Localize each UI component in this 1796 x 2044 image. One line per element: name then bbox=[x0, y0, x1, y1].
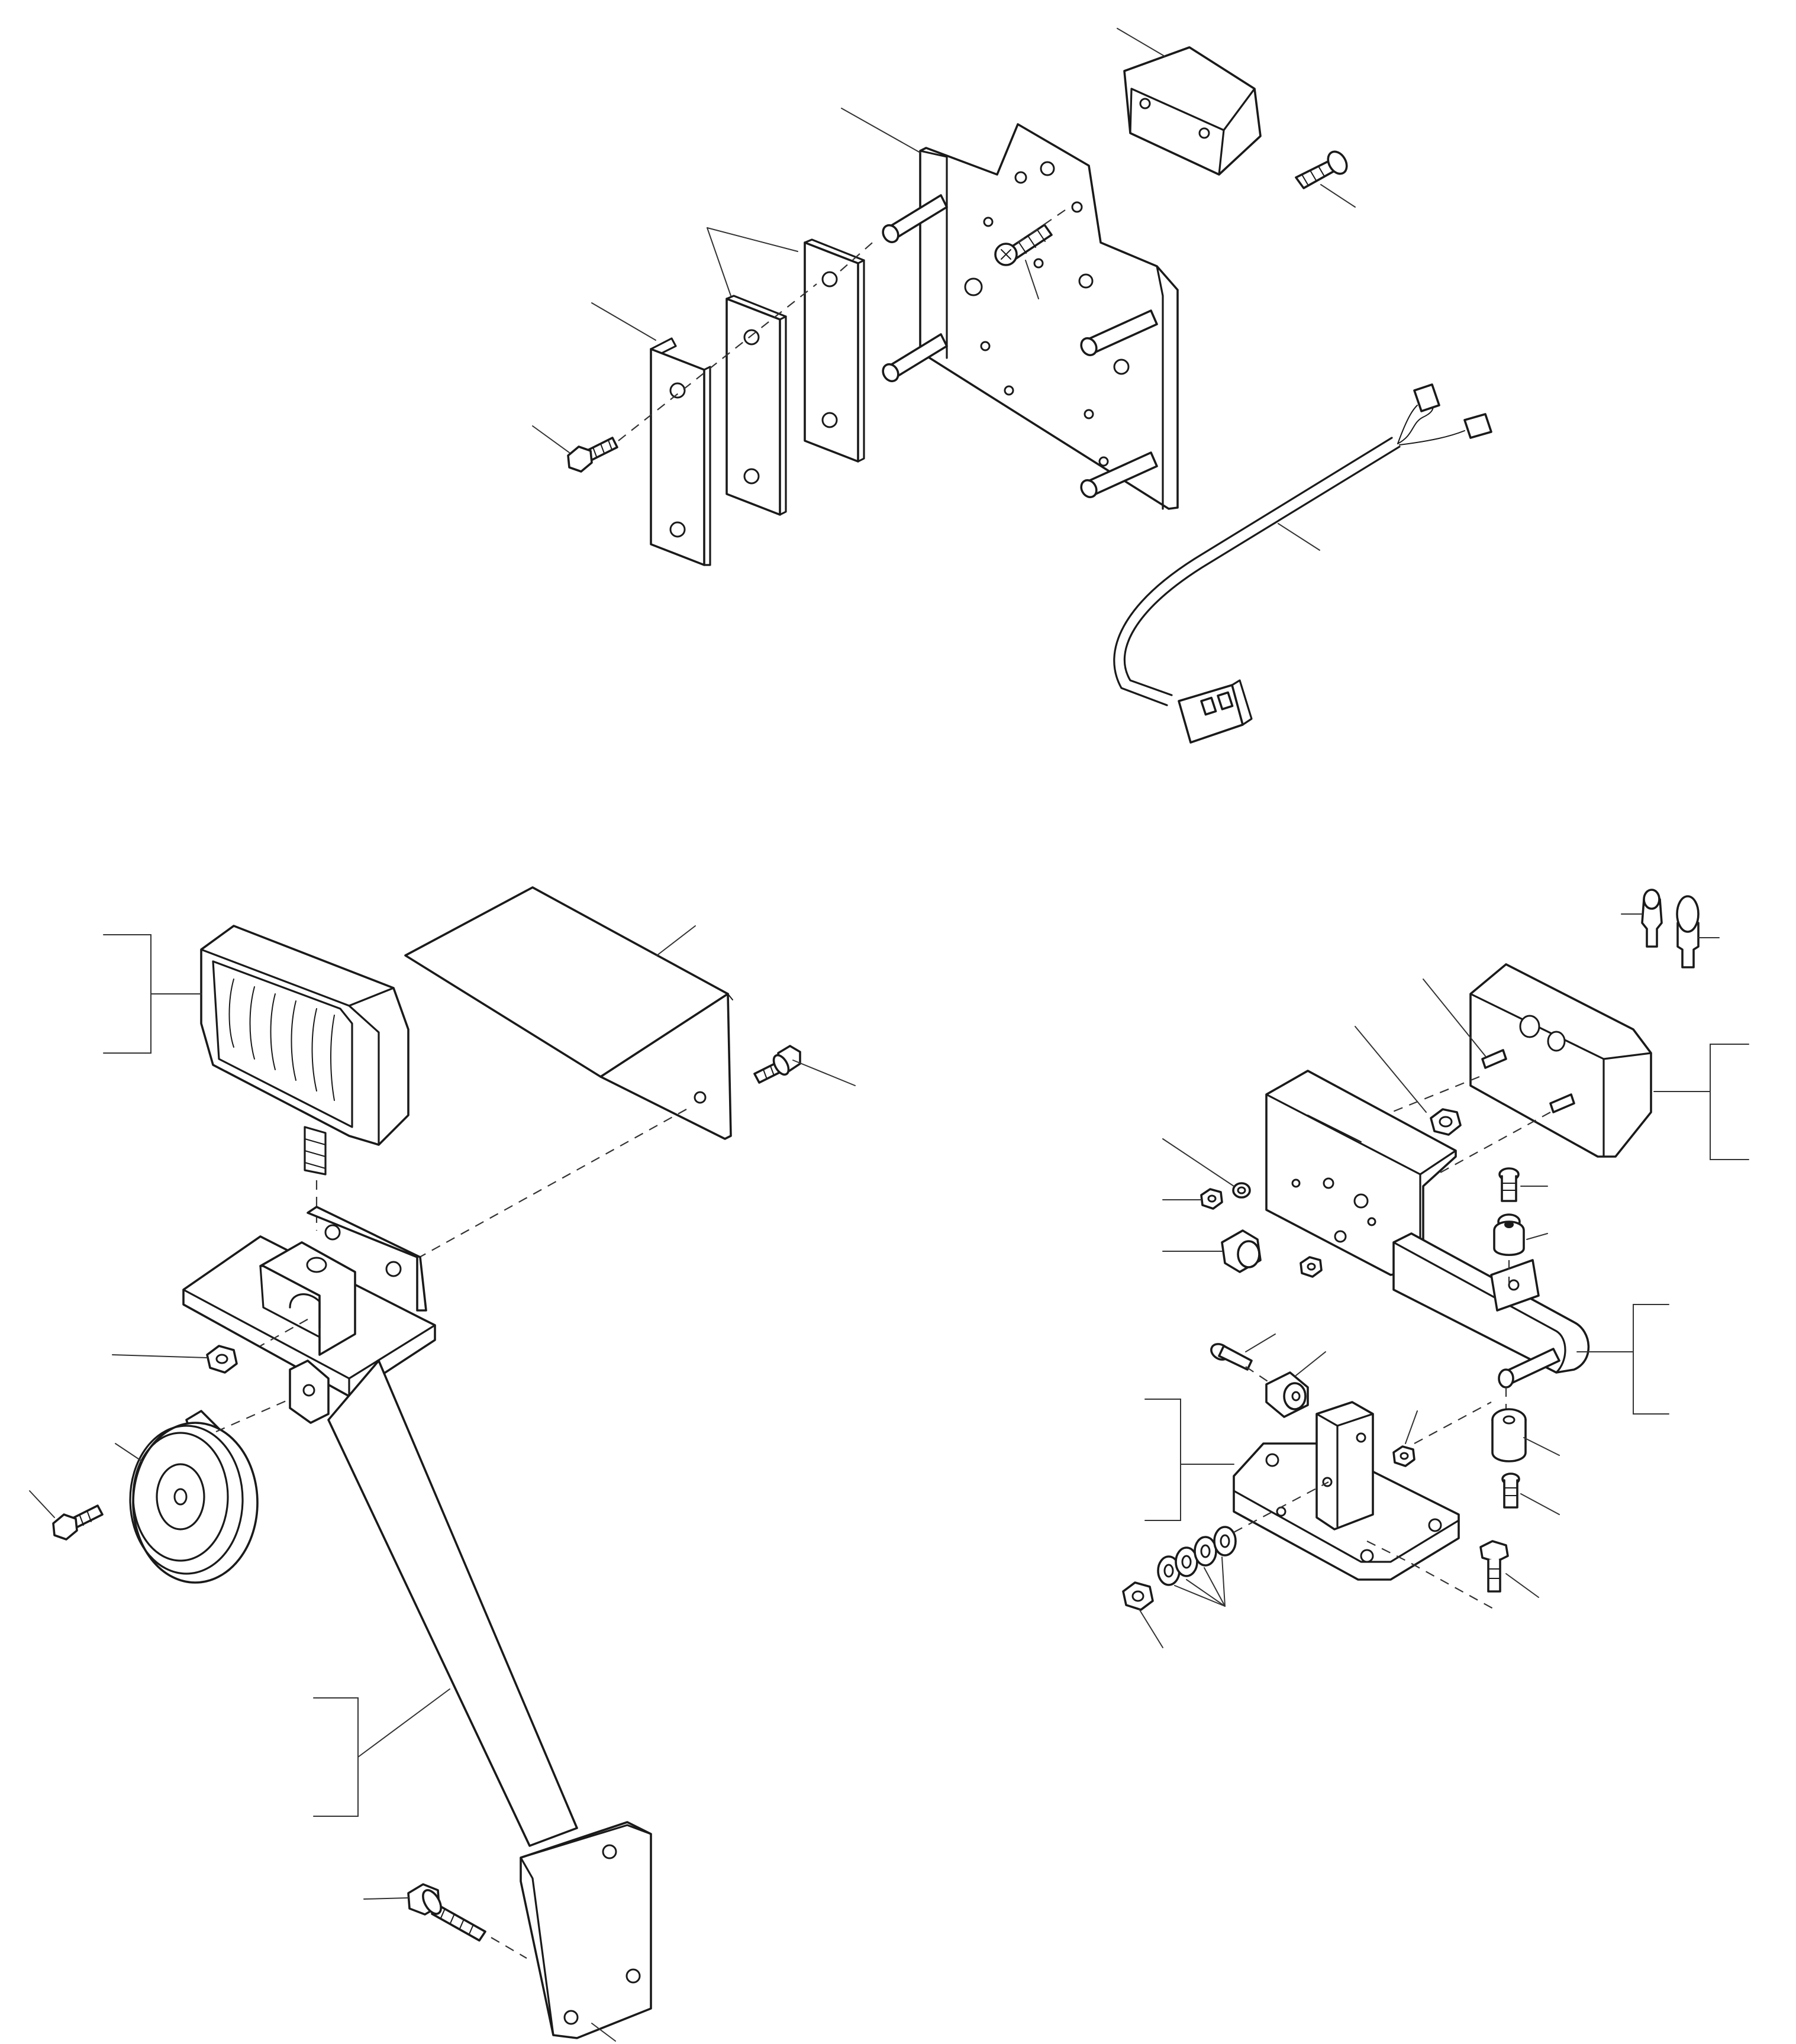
leader-line bbox=[1245, 1333, 1276, 1352]
hex-bolt bbox=[567, 437, 618, 473]
bracket-callout bbox=[1576, 1304, 1669, 1415]
stand-bolt bbox=[407, 1883, 486, 1942]
phillips-screw bbox=[994, 224, 1053, 266]
leader-line bbox=[591, 2023, 616, 2042]
work-lamp bbox=[200, 925, 409, 1176]
leader-line bbox=[1139, 1609, 1163, 1648]
top-assembly bbox=[532, 28, 1492, 744]
leader-line bbox=[532, 425, 570, 453]
rubber-mount-top bbox=[1493, 1213, 1525, 1256]
lamp-nut bbox=[1430, 1108, 1462, 1136]
l-bracket bbox=[650, 337, 711, 566]
leader-line bbox=[707, 227, 731, 296]
spacer-bar-right bbox=[804, 238, 865, 463]
leader-line bbox=[29, 1490, 55, 1518]
leader-line bbox=[1405, 1410, 1418, 1444]
leader-line bbox=[792, 1060, 856, 1086]
leader-line bbox=[1186, 1579, 1226, 1607]
leader-line bbox=[112, 1354, 208, 1358]
lamp-stud bbox=[1549, 1093, 1575, 1113]
leader-line bbox=[1523, 1437, 1560, 1456]
leader-line bbox=[1320, 184, 1356, 208]
horn-bolt bbox=[52, 1504, 104, 1541]
work-lamp-assembly bbox=[29, 886, 856, 2042]
leader-line bbox=[1174, 1585, 1226, 1607]
spacer-cylinder bbox=[1265, 1371, 1309, 1418]
wiring-harness bbox=[1113, 383, 1492, 744]
leader-line bbox=[1221, 1557, 1226, 1607]
spacer-bar-middle bbox=[726, 295, 787, 516]
leader-line bbox=[1278, 523, 1320, 551]
leader-line bbox=[363, 1897, 409, 1900]
bulb-pair bbox=[1641, 889, 1700, 968]
swing-arm bbox=[1392, 1232, 1590, 1389]
leader-line bbox=[1204, 1567, 1226, 1607]
washer-small bbox=[1232, 1182, 1251, 1199]
leader-line bbox=[1520, 1493, 1560, 1515]
base-bolt bbox=[1479, 1540, 1509, 1593]
leader-line bbox=[1526, 1233, 1548, 1240]
cap-screw-bottom bbox=[1501, 1473, 1520, 1509]
rubber-mount-bottom bbox=[1491, 1408, 1527, 1462]
leader-line bbox=[707, 227, 798, 252]
leader-line bbox=[1025, 260, 1039, 299]
bracket-callout bbox=[1144, 1399, 1234, 1521]
leader-line bbox=[591, 302, 656, 341]
cap-screw-top bbox=[1498, 1167, 1520, 1202]
nut-small-2 bbox=[1300, 1256, 1323, 1278]
plate-studs bbox=[882, 194, 1158, 499]
bracket-callout bbox=[103, 934, 202, 1054]
lamp-stand bbox=[289, 1360, 652, 2039]
leader-line bbox=[115, 1443, 143, 1462]
tail-lamp bbox=[1469, 963, 1652, 1158]
mounting-plate bbox=[919, 123, 1179, 510]
bushing bbox=[1221, 1229, 1262, 1273]
base-upright bbox=[1315, 1401, 1374, 1530]
bracket-callout bbox=[313, 1688, 450, 1817]
leader-line bbox=[1162, 1138, 1234, 1187]
horn bbox=[129, 1410, 259, 1584]
washer-stack bbox=[1157, 1526, 1237, 1586]
lamp-shield-bracket bbox=[404, 886, 733, 1140]
nut-small bbox=[1200, 1188, 1223, 1210]
marker-lamp-housing bbox=[1123, 46, 1262, 176]
leader-line bbox=[1295, 1351, 1326, 1376]
socket-screw-left bbox=[1210, 1343, 1253, 1371]
tail-lamp-assembly bbox=[1122, 889, 1749, 1648]
hex-nut bbox=[206, 1345, 238, 1374]
lamp-base-plate bbox=[182, 1206, 436, 1397]
base-nut bbox=[1122, 1581, 1154, 1611]
lamp-stud bbox=[1481, 1049, 1507, 1069]
bracket-callout bbox=[1653, 1044, 1749, 1160]
leader-line bbox=[1355, 1026, 1427, 1113]
lamp-bracket bbox=[1265, 1070, 1457, 1276]
leader-line bbox=[656, 925, 696, 956]
flat-head-screw bbox=[1295, 150, 1348, 189]
leader-line bbox=[841, 108, 921, 153]
flange-bolt bbox=[753, 1045, 801, 1084]
leader-line bbox=[1505, 1573, 1539, 1598]
leader-line bbox=[1423, 979, 1486, 1057]
leader-line bbox=[1117, 28, 1165, 57]
upright-nut bbox=[1392, 1445, 1415, 1467]
